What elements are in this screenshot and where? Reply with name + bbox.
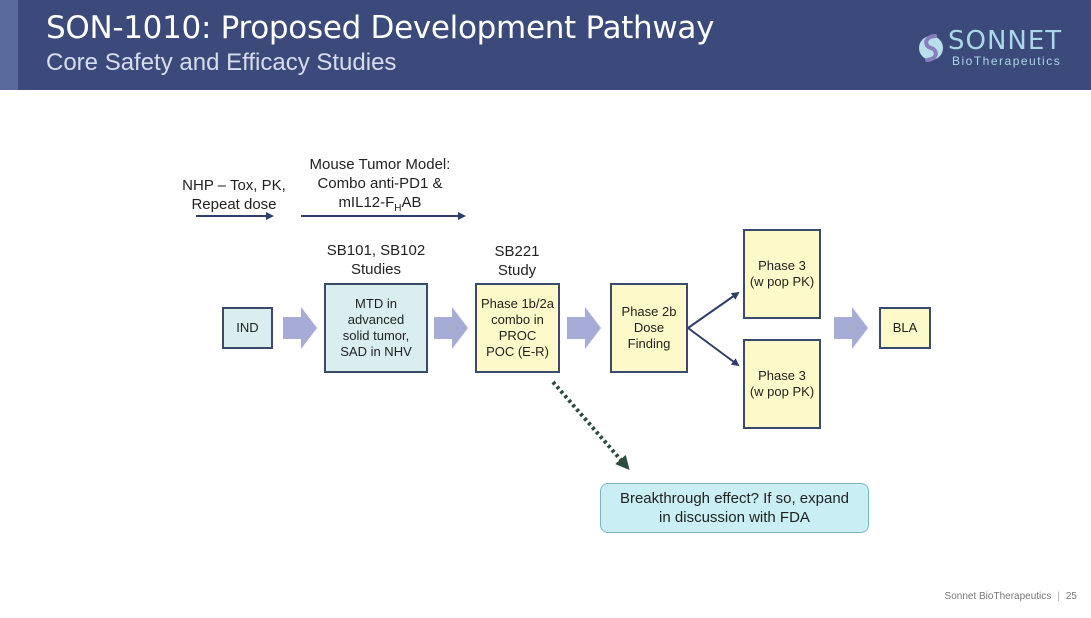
sb221-label-line1: SB221 (494, 243, 540, 260)
logo-name: SONNET (948, 26, 1063, 56)
mouse-model-label: Mouse Tumor Model: Combo anti-PD1 & mIL1… (296, 155, 464, 218)
phase3-top-box: Phase 3(w pop PK) (743, 229, 821, 319)
ind-box-label: IND (236, 320, 259, 335)
page-number: 25 (1065, 591, 1077, 602)
phase3-bottom-box: Phase 3(w pop PK) (743, 339, 821, 429)
slide-title: SON-1010: Proposed Development Pathway (46, 10, 715, 46)
mouse-label-line1: Mouse Tumor Model: (309, 156, 451, 173)
footer: Sonnet BioTherapeutics | 25 (945, 591, 1077, 602)
footer-company: Sonnet BioTherapeutics (944, 591, 1052, 602)
phase3-bottom-box-text: Phase 3(w pop PK) (749, 368, 815, 399)
dotted-arrow (551, 380, 630, 471)
branch-down-arrow (687, 327, 740, 367)
block-arrow-4-icon (834, 307, 868, 349)
branch-up-arrow (687, 291, 740, 329)
header-bar: SON-1010: Proposed Development Pathway C… (0, 0, 1091, 90)
sb221-label: SB221 Study (476, 242, 558, 280)
sonnet-logo: SONNET BioTherapeutics (918, 26, 1078, 72)
callout-line2: in discussion with FDA (659, 509, 810, 526)
block-arrow-1-icon (283, 307, 317, 349)
logo-mark-icon (919, 34, 943, 62)
logo-subtitle: BioTherapeutics (952, 54, 1062, 68)
slide-subtitle: Core Safety and Efficacy Studies (46, 49, 397, 76)
nhp-label: NHP – Tox, PK, Repeat dose (172, 176, 296, 214)
phase3-top-box-text: Phase 3(w pop PK) (749, 258, 815, 289)
block-arrow-3-icon (567, 307, 601, 349)
nhp-label-line1: NHP – Tox, PK, (182, 177, 286, 194)
mouse-label-line2: Combo anti-PD1 & (317, 175, 443, 192)
header-accent (0, 0, 18, 90)
sb101-label-line1: SB101, SB102 (326, 242, 426, 259)
breakthrough-callout: Breakthrough effect? If so, expand in di… (600, 483, 869, 533)
sb101-label: SB101, SB102 Studies (310, 241, 442, 279)
bla-box-label: BLA (892, 320, 918, 335)
nhp-label-line2: Repeat dose (191, 196, 277, 213)
ind-box: IND (222, 307, 273, 349)
mouse-label-line3: mIL12-FHAB (338, 194, 422, 214)
block-arrow-2-icon (434, 307, 468, 349)
bla-box: BLA (879, 307, 931, 349)
footer-separator: | (1057, 591, 1060, 602)
sb221-label-line2: Study (497, 262, 537, 279)
callout-line1: Breakthrough effect? If so, expand (619, 490, 850, 507)
sb101-label-line2: Studies (350, 261, 402, 278)
